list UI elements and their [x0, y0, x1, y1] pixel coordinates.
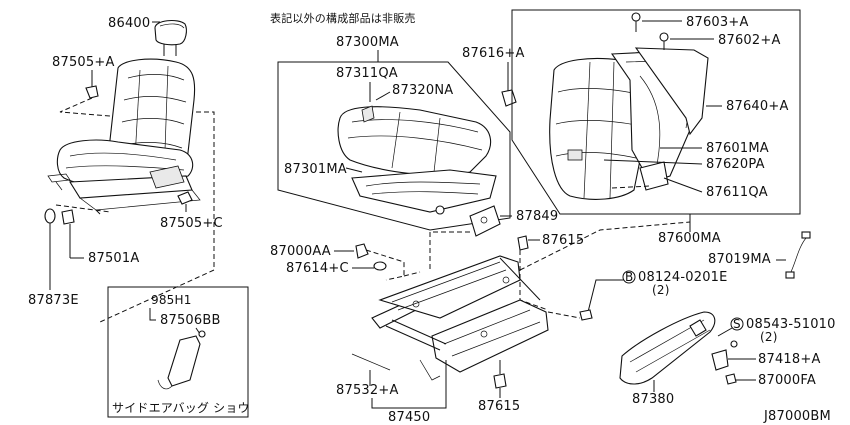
bolt-87501a [61, 209, 75, 225]
label-08124-mark: B [625, 270, 633, 284]
harness-87019ma [789, 237, 807, 275]
airbag-caption: サイドエアバッグ ショウ [112, 401, 250, 415]
label-87501a: 87501A [88, 251, 139, 266]
label-87616a: 87616+A [462, 46, 525, 61]
recliner-cover-drawing [619, 311, 729, 385]
label-87602a: 87602+A [718, 33, 781, 48]
bolt-87000aa [355, 243, 369, 259]
rod-87532a [351, 353, 391, 371]
label-87611qa: 87611QA [706, 185, 768, 200]
label-87615-bottom: 87615 [478, 399, 520, 414]
bolt-87615-bottom [493, 373, 507, 389]
label-87614c: 87614+C [286, 261, 349, 276]
label-08543-qty: (2) [760, 330, 778, 344]
seatback-box [511, 9, 801, 215]
label-87640a: 87640+A [726, 99, 789, 114]
label-87506bb: 87506BB [160, 313, 221, 328]
b-mark [622, 270, 636, 284]
label-87849: 87849 [516, 209, 558, 224]
s-mark [730, 317, 744, 331]
label-87532a: 87532+A [336, 383, 399, 398]
label-87601ma: 87601MA [706, 141, 769, 156]
airbag-module [167, 335, 201, 387]
label-08124: 08124-0201E [638, 270, 728, 285]
label-87300ma: 87300MA [336, 35, 399, 50]
label-87505a: 87505+A [52, 55, 115, 70]
label-08543: 08543-51010 [746, 317, 836, 332]
clip-87505c [177, 191, 193, 205]
label-87380: 87380 [632, 392, 674, 407]
label-08543-mark: S [733, 317, 741, 331]
clip-87505a [85, 85, 99, 99]
screw-87000fa [725, 373, 737, 385]
label-87019ma: 87019MA [708, 252, 771, 267]
seat-assembly-drawing [47, 19, 201, 215]
knob-87873e [44, 208, 56, 224]
label-87505c: 87505+C [160, 216, 223, 231]
airbag-box [107, 286, 249, 418]
screw-08543 [730, 340, 738, 348]
knob-87418a [711, 349, 729, 371]
washer-87614c [373, 261, 387, 271]
seatback-drawing [549, 12, 709, 200]
label-87311qa: 87311QA [336, 66, 398, 81]
bolt-87615-top [517, 235, 529, 251]
label-87450: 87450 [388, 410, 430, 425]
label-86400: 86400 [108, 16, 150, 31]
label-87320na: 87320NA [392, 83, 453, 98]
bracket-87849 [469, 205, 501, 237]
label-87000aa: 87000AA [270, 244, 331, 259]
seat-frame-drawing [371, 255, 549, 381]
label-87000fa: 87000FA [758, 373, 816, 388]
clip-87616a [501, 89, 517, 107]
label-87873e: 87873E [28, 293, 79, 308]
diagram-code: J87000BM [763, 409, 831, 424]
label-87615-top: 87615 [542, 233, 584, 248]
bolt-08124 [579, 309, 593, 321]
label-985h1: 985H1 [151, 293, 192, 307]
label-87603a: 87603+A [686, 15, 749, 30]
cushion-box [277, 61, 511, 231]
label-87600ma: 87600MA [658, 231, 721, 246]
label-87301ma: 87301MA [284, 162, 347, 177]
non-sale-note: 表記以外の構成部品は非販売 [270, 11, 416, 25]
label-87620pa: 87620PA [706, 157, 765, 172]
cushion-pad-drawing [337, 105, 497, 215]
label-08124-qty: (2) [652, 283, 670, 297]
label-87418a: 87418+A [758, 352, 821, 367]
